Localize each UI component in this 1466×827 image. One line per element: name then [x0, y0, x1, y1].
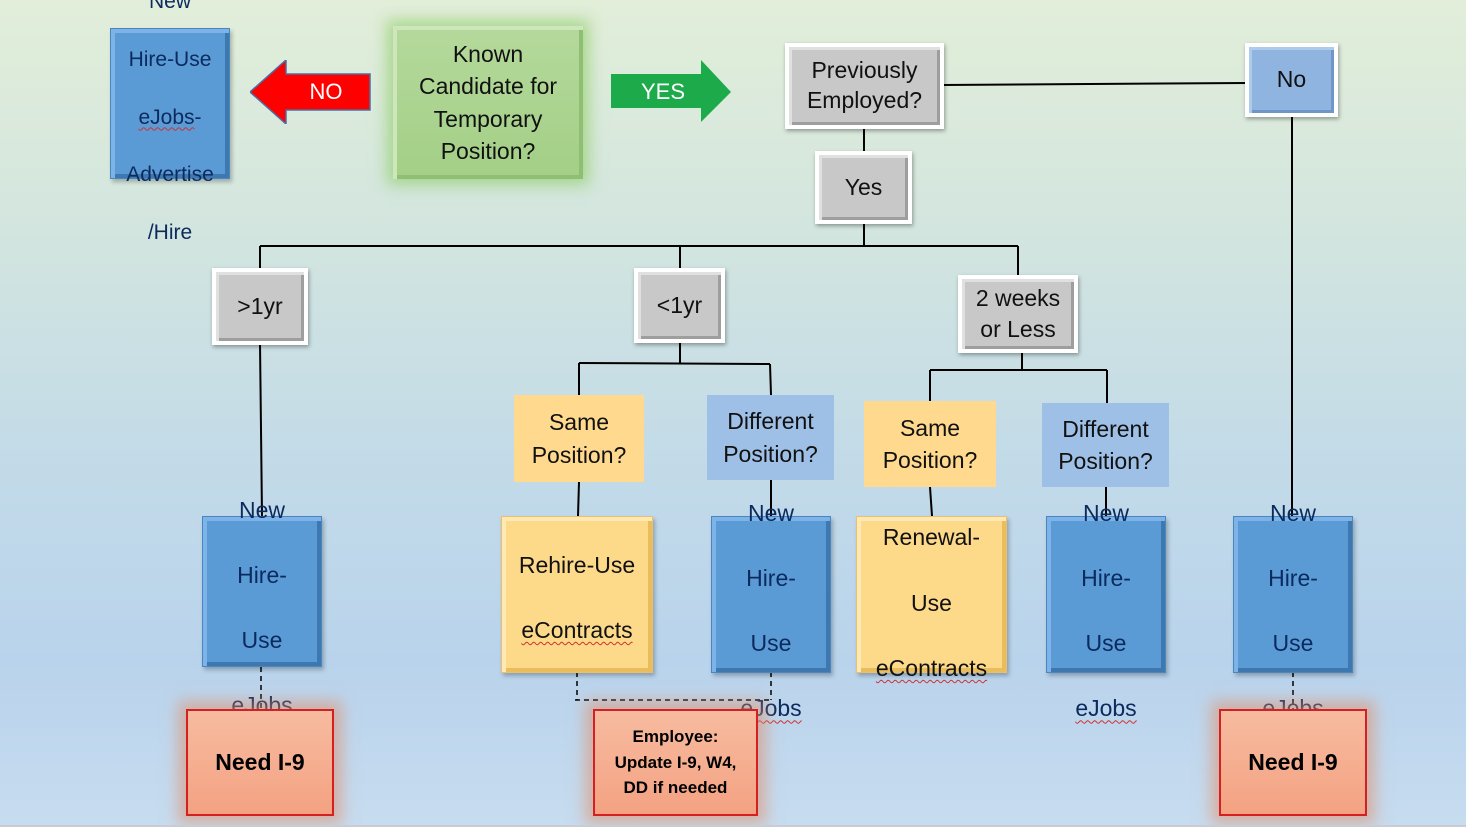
employee-update-note: Employee: Update I-9, W4, DD if needed — [593, 709, 758, 816]
need-i9-note-right: Need I-9 — [1219, 709, 1367, 816]
duration-over-1yr: >1yr — [212, 268, 308, 345]
new-hire-advertise-box: New Hire-Use eJobs- Advertise /Hire — [110, 0, 230, 244]
previously-employed-decision: Previously Employed? — [785, 43, 944, 129]
yes-arrow-icon — [611, 60, 731, 122]
yes-arrow-label: YES — [640, 79, 686, 104]
bottom-border — [0, 825, 1466, 827]
renewal-econtracts: Renewal- Use eContracts — [856, 516, 1007, 681]
prev-no-box: No — [1245, 43, 1338, 117]
new-hire-ejobs-under1yr: New Hire- Use eJobs — [711, 500, 831, 721]
no-arrow-label: NO — [309, 79, 343, 104]
under1yr-same-position: Same Position? — [514, 395, 644, 482]
prev-yes-box: Yes — [815, 151, 912, 224]
rehire-econtracts: Rehire-Use eContracts — [501, 516, 653, 673]
new-hire-ejobs-twoweeks: New Hire- Use eJobs — [1046, 500, 1166, 721]
duration-two-weeks: 2 weeks or Less — [958, 275, 1078, 353]
duration-under-1yr: <1yr — [634, 268, 725, 343]
under1yr-different-position: Different Position? — [707, 395, 834, 480]
twoweeks-different-position: Different Position? — [1042, 403, 1169, 487]
new-hire-ejobs-not-employed: New Hire- Use eJobs — [1233, 500, 1353, 721]
line-under1yr-bus — [578, 362, 771, 365]
need-i9-note-left: Need I-9 — [186, 709, 334, 816]
new-hire-ejobs-over1yr: New Hire- Use eJobs — [202, 497, 322, 718]
no-arrow-icon — [250, 60, 371, 124]
line-prev-to-no — [941, 82, 1248, 86]
known-candidate-decision: Known Candidate for Temporary Position? — [393, 26, 583, 179]
twoweeks-same-position: Same Position? — [864, 401, 996, 487]
